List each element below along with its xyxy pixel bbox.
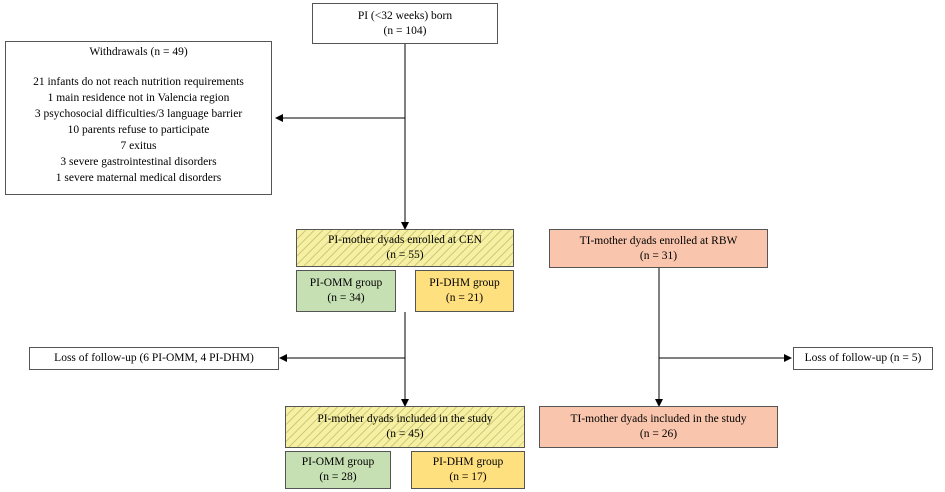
- withdrawals-box: Withdrawals (n = 49) 21 infants do not r…: [5, 41, 272, 195]
- withdrawals-title: Withdrawals (n = 49): [89, 46, 188, 58]
- pi-omm-included-box: PI-OMM group (n = 28): [285, 451, 391, 489]
- withdrawal-reason: 10 parents refuse to participate: [67, 124, 210, 136]
- withdrawal-reason: 3 severe gastrointestinal disorders: [60, 156, 217, 168]
- withdrawal-reason: 3 psychosocial difficulties/3 language b…: [34, 108, 243, 120]
- ti-included-title: TI-mother dyads included in the study: [570, 413, 747, 425]
- ti-enrolled-title: TI-mother dyads enrolled at RBW: [579, 234, 738, 247]
- pi-loss-box: Loss of follow-up (6 PI-OMM, 4 PI-DHM): [29, 347, 279, 370]
- pi-loss-text: Loss of follow-up (6 PI-OMM, 4 PI-DHM): [54, 352, 254, 364]
- pi-enrolled-box: PI-mother dyads enrolled at CEN (n = 55): [296, 229, 514, 267]
- pi-omm-included-count: (n = 28): [319, 471, 357, 483]
- pi-omm-enrolled-count: (n = 34): [327, 292, 365, 304]
- pi-omm-included-title: PI-OMM group: [301, 456, 375, 468]
- ti-loss-box: Loss of follow-up (n = 5): [793, 347, 933, 370]
- ti-included-count: (n = 26): [639, 428, 678, 440]
- pi-omm-enrolled-title: PI-OMM group: [309, 277, 383, 289]
- pi-enrolled-count: (n = 55): [386, 249, 424, 261]
- pi-omm-enrolled-box: PI-OMM group (n = 34): [296, 270, 396, 312]
- ti-loss-text: Loss of follow-up (n = 5): [804, 352, 922, 364]
- born-title: PI (<32 weeks) born: [357, 9, 453, 22]
- pi-dhm-enrolled-box: PI-DHM group (n = 21): [415, 270, 514, 312]
- ti-enrolled-count: (n = 31): [639, 249, 678, 262]
- pi-included-count: (n = 45): [386, 428, 424, 440]
- ti-enrolled-box: TI-mother dyads enrolled at RBW (n = 31): [549, 229, 768, 268]
- withdrawal-reason: 7 exitus: [120, 140, 157, 152]
- pi-included-box: PI-mother dyads included in the study (n…: [285, 406, 525, 448]
- pi-included-title: PI-mother dyads included in the study: [317, 413, 493, 425]
- ti-included-box: TI-mother dyads included in the study (n…: [539, 406, 778, 448]
- pi-dhm-included-title: PI-DHM group: [432, 456, 504, 468]
- withdrawal-reason: 1 main residence not in Valencia region: [47, 92, 230, 104]
- withdrawal-reason: 1 severe maternal medical disorders: [55, 172, 222, 184]
- withdrawal-reason: 21 infants do not reach nutrition requir…: [33, 76, 244, 88]
- pi-dhm-included-box: PI-DHM group (n = 17): [411, 451, 525, 489]
- born-box: PI (<32 weeks) born (n = 104): [312, 3, 498, 44]
- pi-dhm-enrolled-count: (n = 21): [445, 292, 484, 304]
- pi-enrolled-title: PI-mother dyads enrolled at CEN: [328, 234, 482, 246]
- pi-dhm-enrolled-title: PI-DHM group: [429, 277, 500, 289]
- born-count: (n = 104): [383, 24, 427, 37]
- pi-dhm-included-count: (n = 17): [449, 471, 487, 483]
